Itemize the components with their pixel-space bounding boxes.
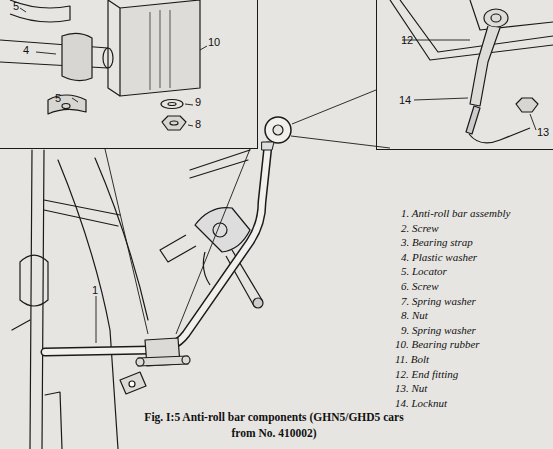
parts-list-item: 2. Screw	[401, 222, 438, 234]
parts-list-item: 7. Spring washer	[401, 295, 476, 307]
detail-inset: 12 14 13	[376, 0, 553, 150]
callout-number: 5	[55, 93, 61, 104]
callout-number: 14	[399, 95, 411, 106]
parts-list-item: 4. Plastic washer	[401, 251, 477, 263]
callout-number: 9	[195, 97, 201, 108]
detail-inset: 5 4 10 5 9 8	[0, 0, 258, 149]
parts-list-item: 8. Nut	[401, 309, 428, 321]
inset-left-art	[0, 0, 207, 130]
parts-list-item: 9. Spring washer	[401, 324, 476, 336]
callout-number: 10	[208, 37, 220, 48]
parts-list-item: 5. Locator	[401, 265, 447, 277]
parts-list-item: 11. Bolt	[395, 353, 429, 365]
anti-roll-bar	[45, 117, 291, 352]
parts-list-item: 1. Anti-roll bar assembly	[401, 207, 510, 219]
view-leaders	[96, 90, 390, 343]
parts-list-item: 13. Nut	[395, 382, 427, 394]
parts-list-item: 14. Locknut	[395, 397, 447, 409]
bearing-bracket	[120, 338, 190, 394]
callout-number: 4	[23, 45, 29, 56]
parts-list-item: 3. Bearing strap	[401, 236, 473, 248]
callout-number: 13	[537, 127, 549, 138]
callout-number: 8	[195, 119, 201, 130]
figure-caption: Fig. I:5 Anti-roll bar components (GHN5/…	[138, 410, 410, 441]
inset-right-art	[390, 0, 553, 143]
callout-number: 12	[401, 35, 413, 46]
callout-number: 1	[92, 284, 98, 296]
parts-list-item: 12. End fitting	[395, 368, 458, 380]
callout-number: 5	[13, 1, 19, 12]
parts-list-item: 10. Bearing rubber	[395, 338, 480, 350]
parts-list-item: 6. Screw	[401, 280, 438, 292]
